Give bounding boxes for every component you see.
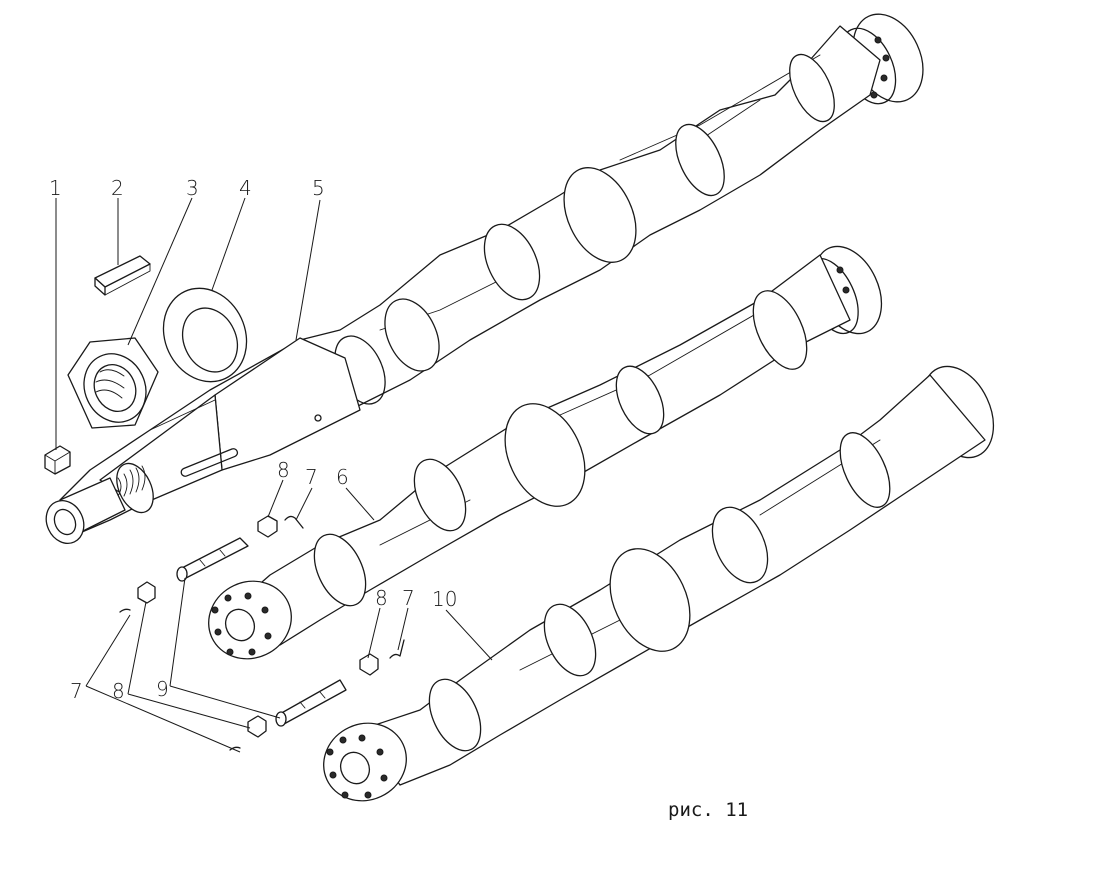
callout-8-upper: 8 bbox=[277, 458, 290, 482]
callout-2: 2 bbox=[111, 176, 124, 200]
callout-5: 5 bbox=[312, 176, 325, 200]
callout-9: 9 bbox=[156, 677, 169, 701]
callout-10: 10 bbox=[432, 587, 457, 611]
part-1-plug bbox=[44, 445, 71, 475]
part-3-nut bbox=[67, 337, 159, 429]
callout-8-right: 8 bbox=[375, 586, 388, 610]
leader-lines bbox=[55, 197, 493, 753]
callout-labels: 1 2 3 4 5 6 7 7 7 8 8 8 9 10 bbox=[49, 176, 457, 703]
callout-7-left: 7 bbox=[70, 679, 83, 703]
shaft-10 bbox=[323, 365, 995, 802]
callout-6: 6 bbox=[336, 465, 349, 489]
callout-4: 4 bbox=[239, 176, 252, 200]
part-9-pin-upper bbox=[176, 537, 249, 582]
callout-3: 3 bbox=[186, 176, 199, 200]
callout-7-upper: 7 bbox=[305, 465, 318, 489]
part-9-pin-lower bbox=[275, 679, 347, 727]
part-7-cotter-pins bbox=[119, 515, 405, 751]
shaft-5 bbox=[45, 13, 924, 544]
part-2-key bbox=[94, 255, 151, 296]
part-8-nuts bbox=[137, 515, 379, 738]
callout-1: 1 bbox=[49, 176, 62, 200]
shaft-6 bbox=[208, 245, 883, 660]
callout-7-right: 7 bbox=[402, 586, 415, 610]
part-4-washer bbox=[162, 287, 248, 383]
figure-caption: рис. 11 bbox=[668, 799, 748, 821]
callout-8-left: 8 bbox=[112, 679, 125, 703]
